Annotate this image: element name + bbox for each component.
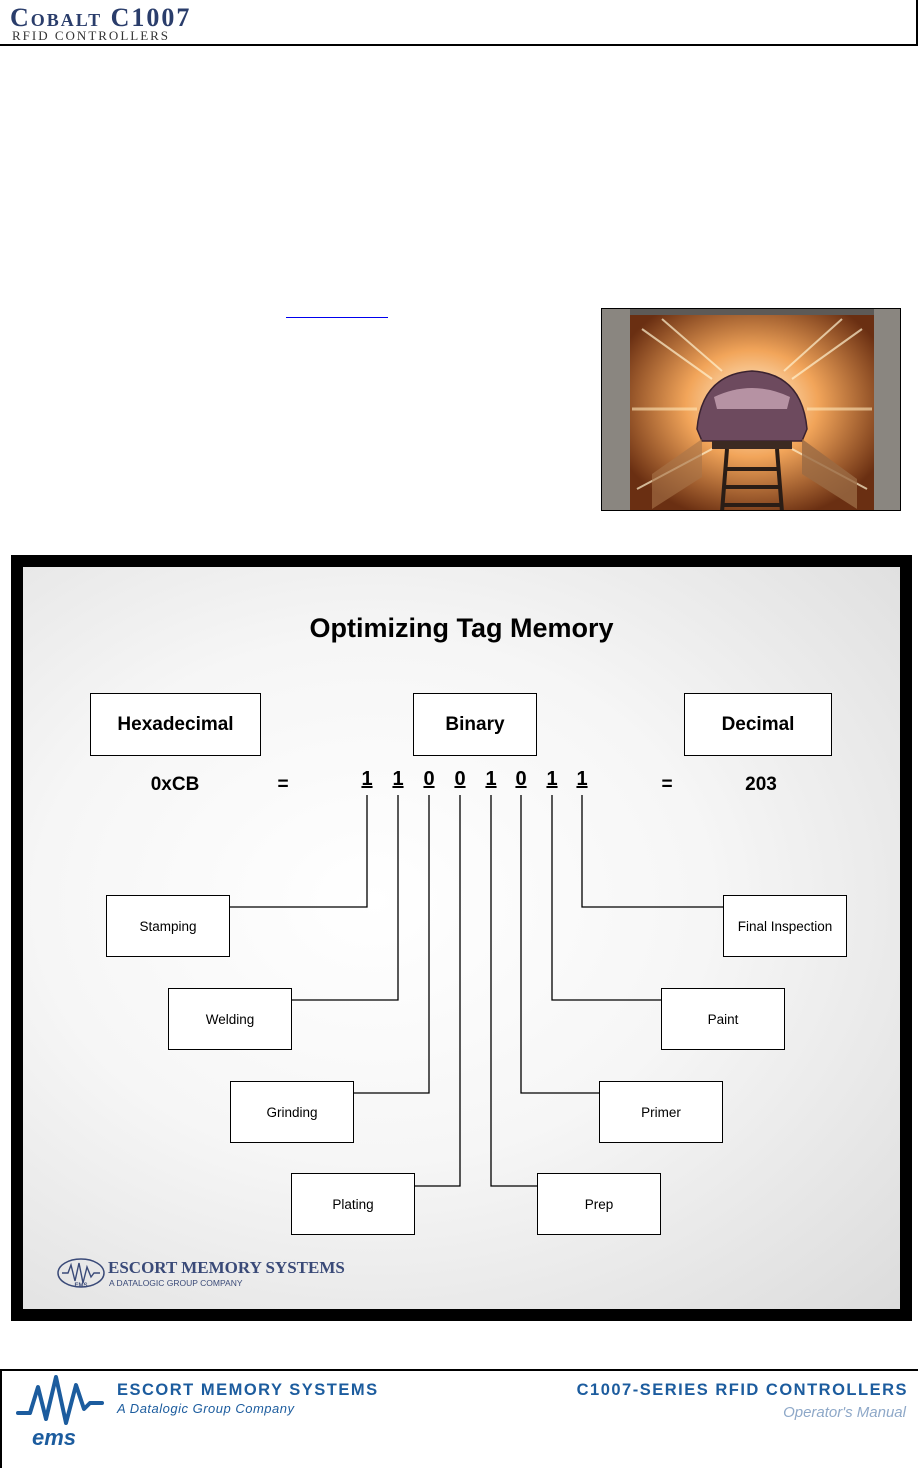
footer-product: C1007-SERIES RFID CONTROLLERS: [576, 1381, 908, 1399]
header-title: Cobalt C1007: [10, 3, 192, 32]
header-binary: Binary: [413, 693, 537, 756]
page-header: Cobalt C1007 RFID CONTROLLERS: [0, 0, 918, 46]
footer-tagline: A Datalogic Group Company: [117, 1401, 295, 1416]
hex-value: 0xCB: [150, 774, 200, 795]
stage-final-inspection: Final Inspection: [723, 895, 847, 957]
paint-booth-illustration: [602, 309, 900, 510]
equals-sign: =: [277, 774, 289, 795]
header-subtitle: RFID CONTROLLERS: [12, 28, 171, 43]
slide-title: Optimizing Tag Memory: [309, 613, 614, 643]
slide-frame: Optimizing Tag Memory Hexadecimal Binary…: [11, 555, 912, 1321]
header-hexadecimal: Hexadecimal: [90, 693, 261, 756]
page-footer: ems ESCORT MEMORY SYSTEMS A Datalogic Gr…: [0, 1369, 918, 1468]
stage-primer: Primer: [599, 1081, 723, 1143]
equals-sign: =: [661, 774, 673, 795]
header-decimal: Decimal: [684, 693, 832, 756]
paint-booth-photo: [601, 308, 901, 511]
slide-logo-name: ESCORT MEMORY SYSTEMS: [108, 1258, 345, 1277]
binary-bit: 0: [454, 768, 466, 790]
stage-plating: Plating: [291, 1173, 415, 1235]
hyperlink-underline[interactable]: [286, 301, 388, 318]
stage-paint: Paint: [661, 988, 785, 1050]
slide-logo: EMS ESCORT MEMORY SYSTEMS A DATALOGIC GR…: [56, 1257, 356, 1297]
binary-bit: 1: [361, 768, 373, 790]
binary-bit: 0: [423, 768, 435, 790]
ems-mark-text: EMS: [74, 1283, 87, 1289]
stage-prep: Prep: [537, 1173, 661, 1235]
slide-logo-tagline: A DATALOGIC GROUP COMPANY: [109, 1278, 243, 1288]
binary-bit: 1: [485, 768, 497, 790]
ems-globe-icon: EMS: [57, 1258, 105, 1289]
footer-ems-logo-text: ems: [32, 1425, 77, 1450]
footer-manual: Operator's Manual: [783, 1404, 906, 1421]
stage-welding: Welding: [168, 988, 292, 1050]
connector-lines: [230, 795, 723, 1187]
footer-company: ESCORT MEMORY SYSTEMS: [117, 1381, 379, 1399]
binary-bit: 0: [515, 768, 527, 790]
stage-stamping: Stamping: [106, 895, 230, 957]
tag-memory-slide: Optimizing Tag Memory Hexadecimal Binary…: [23, 567, 900, 1309]
binary-bit: 1: [576, 768, 588, 790]
stage-grinding: Grinding: [230, 1081, 354, 1143]
decimal-value: 203: [745, 774, 777, 795]
ems-wave-logo-icon: [16, 1375, 104, 1425]
binary-bit: 1: [546, 768, 558, 790]
binary-bit: 1: [392, 768, 404, 790]
